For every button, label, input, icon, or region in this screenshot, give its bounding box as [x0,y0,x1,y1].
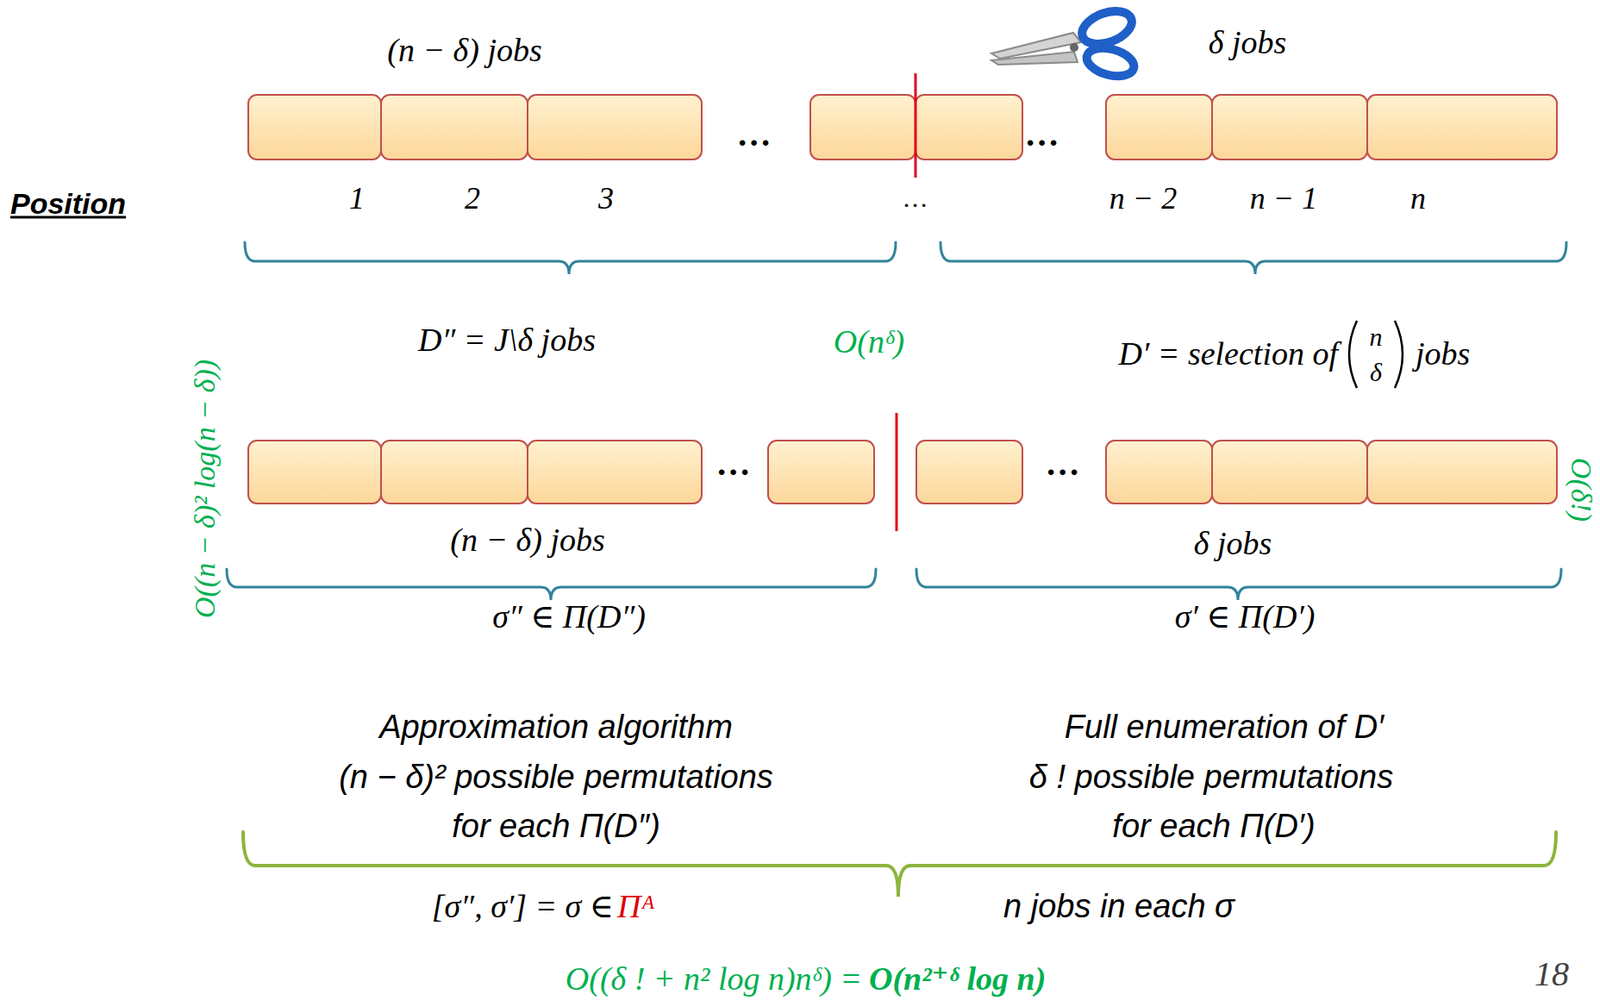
group-bracket [940,242,1567,275]
method-note: (n − δ)² possible permutations [338,758,774,797]
ellipsis: … [1046,443,1082,484]
ellipsis: … [904,183,928,214]
method-note: for each Π(D″) [451,807,661,846]
scissors-blade [991,51,1078,65]
job-row-top [248,94,1557,160]
job-box [381,440,528,504]
position-number: n [1410,181,1426,217]
position-number: 1 [349,181,365,217]
ellipsis: … [717,443,752,484]
job-box [1212,440,1368,504]
group-bracket [244,242,896,275]
page-number: 18 [1534,954,1569,994]
sequence-set: Πᴬ [617,887,655,926]
job-box [248,440,382,504]
method-note: Full enumeration of D′ [1064,708,1384,747]
set-size-label: (n − δ) jobs [450,521,605,560]
position-number: n − 1 [1250,181,1318,217]
method-note: δ ! possible permutations [1029,758,1394,797]
method-note: for each Π(D′) [1112,807,1315,846]
job-box [1106,94,1213,160]
ellipsis: … [1025,114,1061,155]
set-definition: D″ = J\δ jobs [418,321,596,360]
ellipsis: … [737,114,773,155]
binomial-bottom: δ [1369,357,1382,388]
position-heading: Position [10,187,126,221]
binomial-top: n [1369,322,1383,353]
cut-line [895,412,899,532]
complexity-formula: O((n − δ)² log(n − δ)) [190,359,220,619]
set-definition: D′ = selection of [1118,335,1338,374]
set-size-label: δ jobs [1193,525,1273,563]
binomial-paren [1394,320,1403,388]
position-number: 2 [464,181,481,217]
set-size-label: δ jobs [1208,24,1288,63]
job-row-bottom [248,440,1557,504]
permutation-label: σ″ ∈ Π(D″) [492,598,646,637]
method-note: Approximation algorithm [379,708,733,747]
job-box [1212,94,1368,160]
job-box [1106,440,1213,504]
binomial-paren [1349,320,1357,388]
cut-line [914,73,918,178]
complexity-result: O(n²⁺ᵟ log n) [868,960,1046,999]
job-box [1367,94,1557,160]
set-definition: jobs [1415,335,1470,374]
scissors-icon [991,5,1138,82]
job-box [381,94,528,160]
job-box [527,94,702,160]
job-box [248,94,382,160]
scissors-handle [1077,5,1137,50]
job-box [915,94,1023,160]
job-box [810,94,916,160]
position-number: n − 2 [1109,181,1177,217]
set-size-label: (n − δ) jobs [387,31,542,70]
job-box [916,440,1023,504]
sequence-formula: [σ″, σ′] = σ ∈ [431,887,614,926]
group-bracket [226,568,876,600]
group-bracket [916,568,1562,600]
complexity-formula: O(δ!) [1566,457,1596,522]
position-number: 3 [598,181,614,217]
job-box [768,440,875,504]
permutation-label: σ′ ∈ Π(D′) [1175,598,1316,637]
scissors-handle [1083,43,1138,81]
scissors-pivot [1069,43,1079,52]
sequence-note: n jobs in each σ [1003,887,1235,926]
job-box [527,440,702,504]
job-box [1367,440,1557,504]
complexity-formula: O((δ ! + n² log n)nᵟ) = [565,960,863,999]
combine-bracket [243,831,1557,897]
complexity-formula: O(nᵟ) [833,323,905,362]
